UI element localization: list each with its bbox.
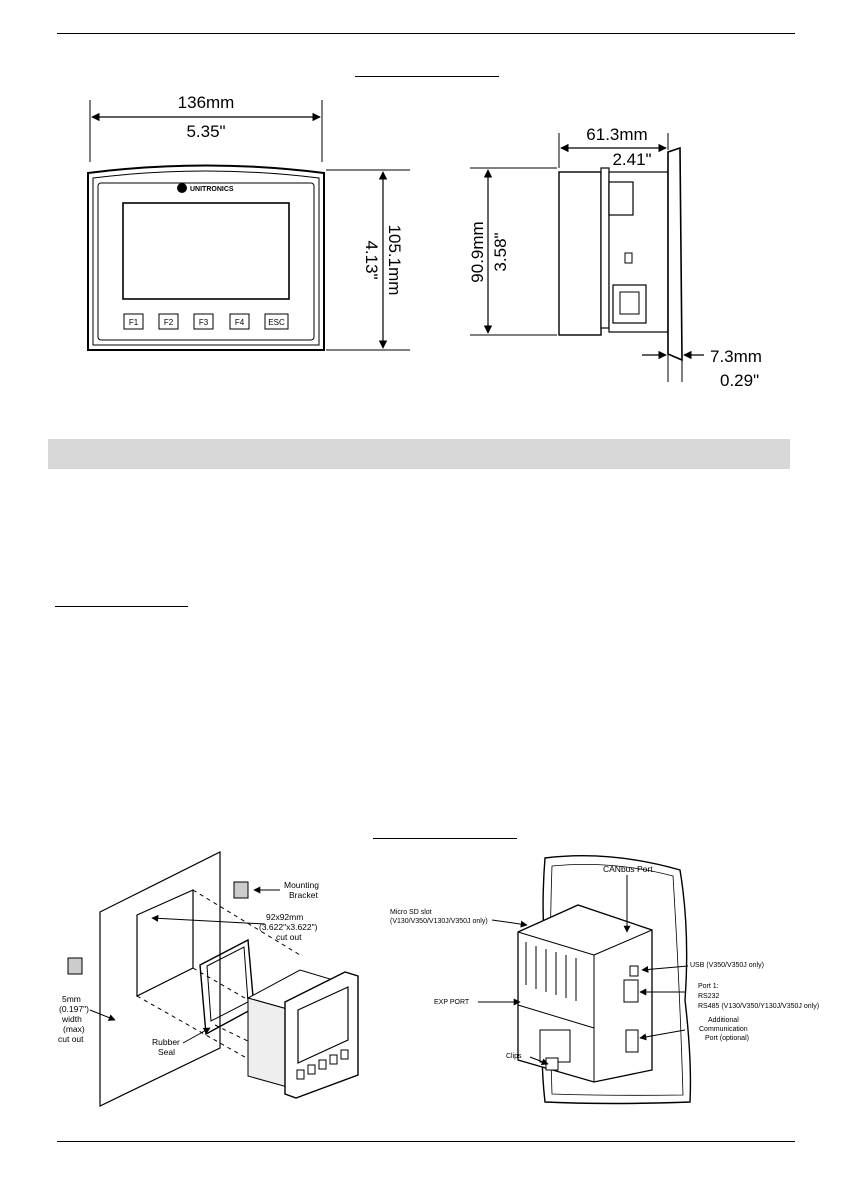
width-mm-label: 136mm	[178, 93, 235, 112]
key-esc: ESC	[268, 318, 285, 327]
housing-body	[558, 171, 602, 336]
usb-connector	[629, 965, 639, 977]
key-f4: F4	[235, 318, 245, 327]
height-in-label: 4.13"	[362, 240, 381, 279]
side-height-in-label: 3.58"	[491, 232, 510, 271]
bezel-in-label: 0.29"	[720, 371, 759, 390]
additional-port-label-3: Port (optional)	[705, 1035, 749, 1042]
height-mm-label: 105.1mm	[385, 225, 404, 296]
port1-label-1: Port 1:	[698, 983, 719, 990]
thickness-label-4: (max)	[63, 1024, 85, 1034]
usb-label: USB (V350/V350J only)	[690, 962, 764, 969]
front-view-drawing: 136mm 5.35" UNITRONICS F1 F2 F3 F4 ESC 1…	[87, 93, 410, 351]
brand-name: UNITRONICS	[190, 186, 234, 193]
depth-in-label: 2.41"	[612, 150, 651, 169]
bracket-label-1: Mounting	[284, 880, 319, 890]
depth-mm-label: 61.3mm	[586, 125, 647, 144]
cutout-label-2: (3.622"x3.622")	[259, 922, 318, 932]
port1-label-2: RS232	[698, 993, 720, 1000]
thickness-label-1: 5mm	[62, 994, 81, 1004]
lcd-screen	[122, 202, 290, 300]
section-title-underline-bottom	[373, 838, 517, 839]
section-heading-band	[48, 439, 790, 469]
key-f3: F3	[199, 318, 209, 327]
exp-port-label: EXP PORT	[434, 999, 470, 1006]
unitronics-logo-icon	[177, 183, 187, 193]
side-bezel	[667, 146, 683, 362]
section-title-underline-top	[355, 76, 499, 77]
clips-label: Clips	[506, 1053, 522, 1060]
seal-label-1: Rubber	[152, 1037, 180, 1047]
sd-card-slot	[608, 181, 634, 216]
subsection-title-underline	[55, 606, 188, 607]
cutout-label-3: cut out	[276, 932, 302, 942]
canbus-label: CANbus Port	[603, 864, 653, 874]
key-f1: F1	[129, 318, 139, 327]
bracket-label-2: Bracket	[289, 890, 318, 900]
additional-port-label-1: Additional	[708, 1017, 739, 1024]
key-f2: F2	[164, 318, 174, 327]
exp-port-connector	[539, 1029, 571, 1063]
side-height-mm-label: 90.9mm	[468, 221, 487, 282]
mounting-diagram: Mounting Bracket 92x92mm (3.622"x3.622")…	[58, 851, 359, 1107]
additional-port-label-2: Communication	[699, 1026, 748, 1033]
mounting-bracket-icon-left	[67, 957, 83, 975]
function-keys: F1 F2 F3 F4 ESC	[123, 313, 289, 330]
bezel-mm-label: 7.3mm	[710, 347, 762, 366]
sd-slot-label-1: Micro SD slot	[390, 909, 432, 916]
seal-label-2: Seal	[158, 1047, 175, 1057]
controller-screen	[297, 986, 349, 1064]
port1-connector	[623, 979, 639, 1003]
side-view-drawing: 61.3mm 2.41" 90.9mm 3.58" 7.3mm 0.29"	[468, 125, 762, 390]
sd-slot-label-2: (V130/V350/V130J/V350J only)	[390, 918, 488, 925]
thickness-label-5: cut out	[58, 1034, 84, 1044]
footer-rule	[57, 1141, 795, 1142]
header-rule	[57, 33, 795, 34]
cutout-label-1: 92x92mm	[266, 912, 303, 922]
width-in-label: 5.35"	[186, 122, 225, 141]
thickness-label-3: width	[61, 1014, 82, 1024]
thickness-label-2: (0.197")	[59, 1004, 89, 1014]
usb-port-side	[624, 252, 633, 264]
mounting-bracket-icon	[233, 881, 249, 899]
port1-label-3: RS485 (V130/V350/Y130J/V350J only)	[698, 1003, 819, 1010]
rear-view-diagram: CANbus Port Micro SD slot (V130/V350/V13…	[390, 855, 819, 1105]
